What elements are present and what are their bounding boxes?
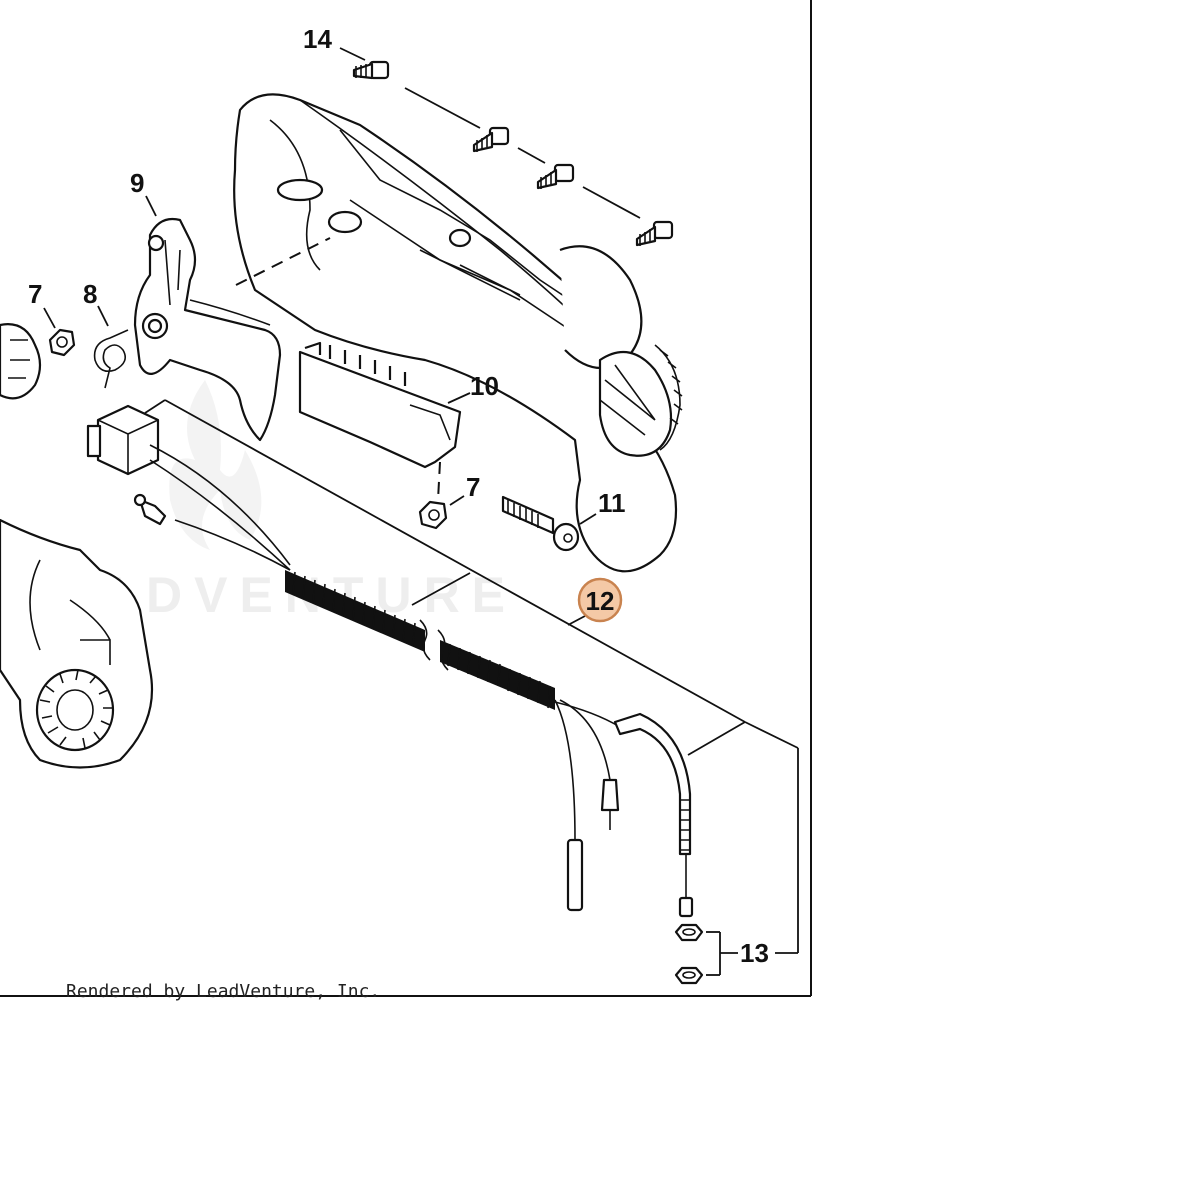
nut-13-lower xyxy=(674,966,704,985)
dash-10-to-nut xyxy=(437,461,441,501)
screw-14-group xyxy=(339,47,674,247)
callout-8[interactable]: 8 xyxy=(83,279,97,309)
leader-lines-12 xyxy=(144,399,799,954)
nut-7-upper xyxy=(43,307,76,357)
callout-7-lower[interactable]: 7 xyxy=(466,472,480,502)
nut-7-lower xyxy=(418,495,465,530)
screw-14a xyxy=(352,60,390,80)
bolt-11 xyxy=(501,495,597,552)
spring-8 xyxy=(93,305,129,389)
left-clamp-part xyxy=(0,323,42,400)
nut-13-group xyxy=(674,923,738,985)
screw-14d xyxy=(635,220,674,247)
diagram-frame xyxy=(0,0,812,997)
handle-housing xyxy=(233,93,683,573)
callout-14[interactable]: 14 xyxy=(303,24,332,54)
dash-9-to-housing xyxy=(235,237,331,286)
cable-harness-12 xyxy=(86,404,694,918)
trigger-lever-9 xyxy=(133,195,282,442)
callout-9[interactable]: 9 xyxy=(130,168,144,198)
switch-10 xyxy=(298,341,471,469)
callout-10[interactable]: 10 xyxy=(470,371,499,401)
callout-13[interactable]: 13 xyxy=(740,938,769,968)
callout-11[interactable]: 11 xyxy=(598,488,626,518)
screw-14b xyxy=(472,126,510,153)
handle-tube-left xyxy=(0,518,154,769)
callout-7-upper[interactable]: 7 xyxy=(28,279,42,309)
nut-13-upper xyxy=(674,923,704,942)
screw-14c xyxy=(536,163,575,190)
credit-text: Rendered by LeadVenture, Inc. xyxy=(66,981,380,1002)
callout-12-badge[interactable]: 12 xyxy=(577,577,623,623)
callout-12[interactable]: 12 xyxy=(586,586,615,616)
